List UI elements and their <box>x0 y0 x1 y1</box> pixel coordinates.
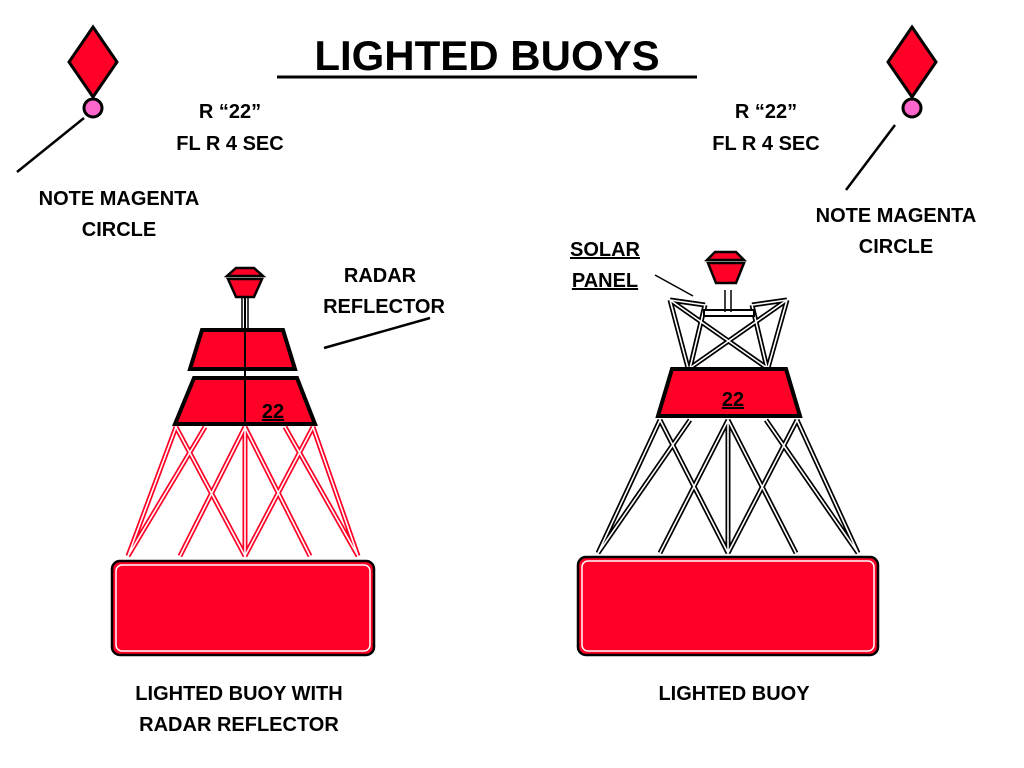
solar-panel-icon <box>703 309 755 317</box>
left-note-line1: NOTE MAGENTA <box>39 188 200 210</box>
right-buoy-number: 22 <box>722 389 744 411</box>
right-chart-label-line1: R “22” <box>735 101 797 123</box>
solar-panel-label-line2: PANEL <box>572 270 638 292</box>
radar-reflector-leader <box>323 316 431 350</box>
right-caption: LIGHTED BUOY <box>658 683 810 705</box>
left-chart-label-line2: FL R 4 SEC <box>176 133 283 155</box>
left-buoy: 22 <box>110 266 376 657</box>
solar-panel-leader <box>654 274 694 297</box>
right-magenta-circle-icon <box>901 97 923 119</box>
left-chart-label-line1: R “22” <box>199 101 261 123</box>
left-reflector-upper-tier <box>187 328 298 371</box>
solar-panel-label-line1: SOLAR <box>570 239 641 261</box>
right-buoy-daymark <box>655 367 803 418</box>
left-magenta-circle-icon <box>82 97 104 119</box>
left-chart-symbol <box>67 24 119 119</box>
left-buoy-hull <box>110 559 376 657</box>
left-caption-line2: RADAR REFLECTOR <box>139 714 339 736</box>
radar-reflector-label-line1: RADAR <box>344 265 417 287</box>
right-diamond-icon <box>886 24 938 100</box>
right-note-line1: NOTE MAGENTA <box>816 205 977 227</box>
page-title: LIGHTED BUOYS <box>314 32 659 79</box>
left-buoy-legs <box>125 425 361 558</box>
left-buoy-number: 22 <box>262 401 284 423</box>
right-chart-symbol <box>886 24 938 119</box>
right-buoy: 22 <box>576 250 880 657</box>
radar-reflector-label-line2: REFLECTOR <box>323 296 445 318</box>
right-note-leader <box>845 124 896 191</box>
left-caption-line1: LIGHTED BUOY WITH <box>135 683 342 705</box>
right-light-icon <box>703 250 748 285</box>
left-note-leader <box>16 117 85 173</box>
left-note-line2: CIRCLE <box>82 219 156 241</box>
right-chart-label-line2: FL R 4 SEC <box>712 133 819 155</box>
right-buoy-hull <box>576 555 880 657</box>
left-diamond-icon <box>67 24 119 100</box>
right-note-line2: CIRCLE <box>859 236 933 258</box>
left-light-icon <box>223 266 267 299</box>
